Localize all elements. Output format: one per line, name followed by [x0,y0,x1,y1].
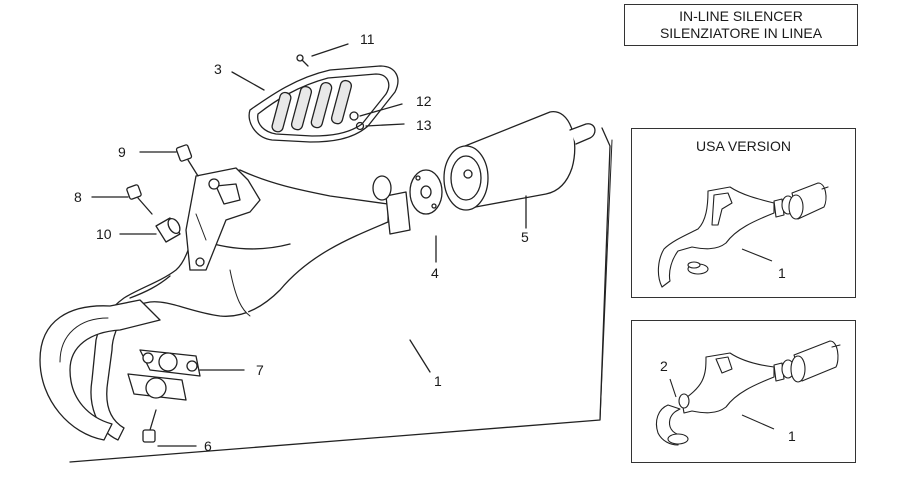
callout-5: 5 [521,229,529,245]
usa-version-drawing: 1 [657,182,829,288]
alternate-version-drawing: 2 1 [655,340,841,446]
alt-callout-1: 1 [788,428,796,444]
assembly-bracket-line [69,127,611,463]
silencer-5 [443,111,596,211]
inline-silencer-title-box: IN-LINE SILENCER SILENZIATORE IN LINEA [624,4,858,46]
leader-3 [231,71,265,91]
callout-13: 13 [416,117,432,133]
alternate-version-inset: 2 1 [631,320,856,463]
bolt-9 [175,144,199,177]
callout-8: 8 [74,189,82,205]
mounting-bracket [185,167,261,271]
leader-1 [409,339,431,373]
usa-version-inset: USA VERSION 1 [631,128,856,298]
usa-version-title: USA VERSION [696,138,791,154]
callout-3: 3 [214,61,222,77]
leader-11 [311,43,349,57]
title-line-italian: SILENZIATORE IN LINEA [659,25,823,41]
callout-1: 1 [434,373,442,389]
bolt-6 [142,409,157,443]
washer-12 [349,111,359,121]
connector-gaskets-4 [372,169,443,235]
callout-12: 12 [416,93,432,109]
screw-11 [296,54,309,67]
callout-4: 4 [431,265,439,281]
leader-13 [365,123,405,127]
usa-callout-1: 1 [778,265,786,281]
callout-7: 7 [256,362,264,378]
callout-6: 6 [204,438,212,454]
heat-shield [248,65,399,143]
flange-gasket-7 [127,349,201,401]
leader-12 [359,103,403,117]
callout-9: 9 [118,144,126,160]
spacer-10 [155,217,181,243]
callout-11: 11 [360,31,375,47]
bolt-8 [126,184,153,215]
callout-10: 10 [96,226,112,242]
alt-callout-2: 2 [660,358,668,374]
title-line-english: IN-LINE SILENCER [679,8,803,24]
nut-13 [355,121,365,131]
